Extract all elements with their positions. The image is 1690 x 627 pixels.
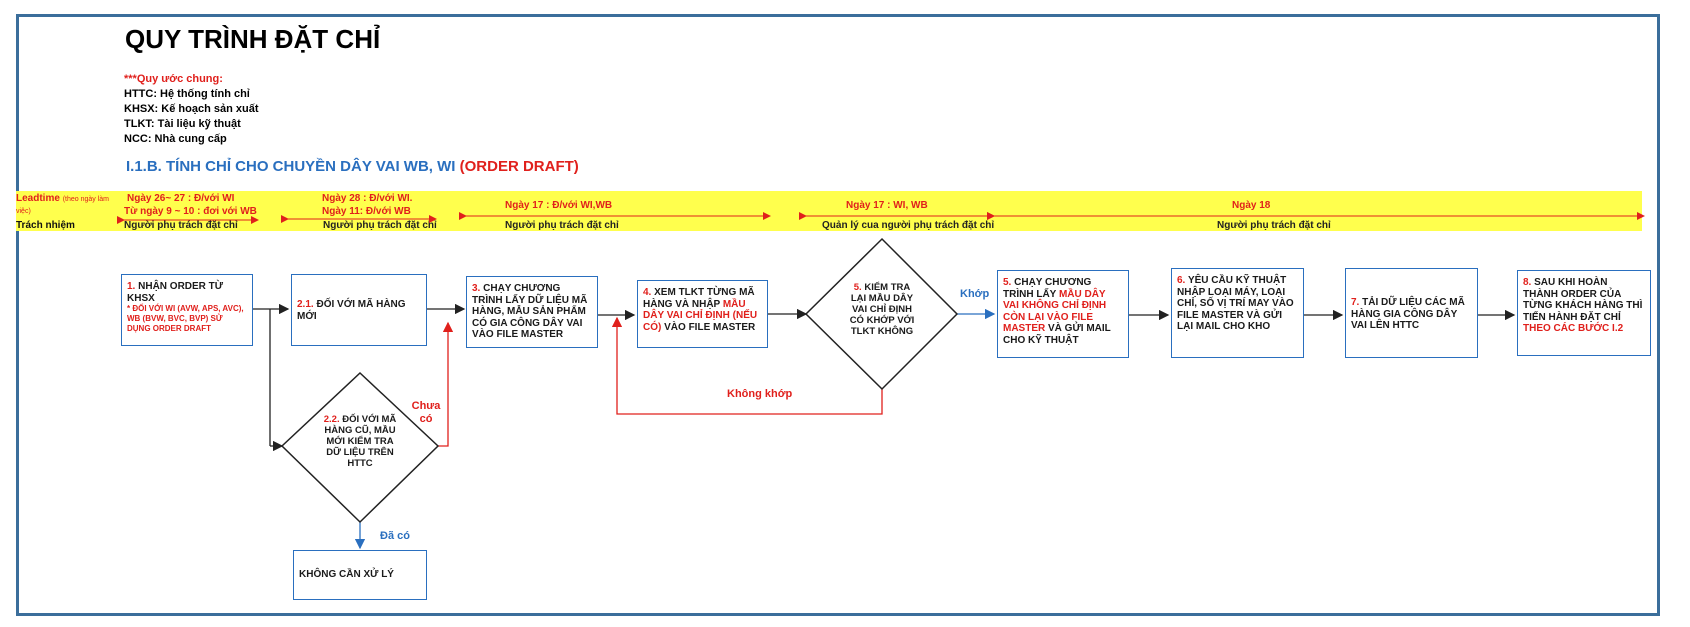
legend-item: HTTC: Hệ thống tính chỉ: [124, 88, 250, 100]
step-number: 5.: [1003, 277, 1012, 288]
step-highlight: MẦU DÂY VAI KHÔNG CHỈ ĐỊNH CÒN LẠI VÀO F…: [1003, 288, 1107, 335]
legend-item: TLKT: Tài liệu kỹ thuật: [124, 118, 241, 130]
step-4-box: 4. XEM TLKT TỪNG MÃ HÀNG VÀ NHẬP MẦU DÂY…: [637, 280, 768, 348]
step-text: ĐỐI VỚI MÃ HÀNG MỚI: [297, 299, 406, 322]
day-label: Ngày 17 : WI, WB: [846, 200, 928, 211]
day-label: Ngày 18: [1232, 200, 1271, 211]
step-highlight: THEO CÁC BƯỚC I.2: [1523, 323, 1624, 334]
responsible-label: Quản lý cua người phụ trách đặt chỉ: [822, 220, 995, 231]
leadtime-label: Leadtime (theo ngày làm việc): [16, 193, 116, 217]
step-note: * ĐỐI VỚI WI (AVW, APS, AVC), WB (BVW, B…: [127, 304, 244, 333]
step-text: VÀO FILE MASTER: [664, 321, 756, 333]
edge-label-nomatch: Không khớp: [727, 388, 793, 400]
responsibility-label: Trách nhiệm: [16, 220, 75, 231]
responsible-label: Người phụ trách đặt chỉ: [1217, 220, 1331, 231]
decision-diamond: [804, 237, 959, 391]
no-action-box: KHÔNG CẦN XỬ LÝ: [293, 550, 427, 600]
timeline-band: [16, 191, 1642, 231]
step-1-box: 1. NHẬN ORDER TỪ KHSX * ĐỐI VỚI WI (AVW,…: [121, 274, 253, 346]
leadtime-text: Leadtime: [16, 193, 60, 204]
step-text: TẢI DỮ LIỆU CÁC MÃ HÀNG GIA CÔNG DÂY VAI…: [1351, 297, 1465, 331]
page-title: QUY TRÌNH ĐẶT CHỈ: [125, 24, 381, 54]
leadtime-note: (theo ngày làm việc): [16, 196, 109, 215]
step-text: XEM TLKT TỪNG MÃ HÀNG VÀ NHẬP: [643, 287, 755, 310]
step-3-box: 3. CHẠY CHƯƠNG TRÌNH LẤY DỮ LIỆU MÃ HÀNG…: [466, 276, 598, 348]
step-text: CHẠY CHƯƠNG TRÌNH LẤY DỮ LIỆU MÃ HÀNG, M…: [472, 283, 588, 340]
legend: ***Quy ước chung: HTTC: Hệ thống tính ch…: [124, 72, 258, 147]
edge-label-match: Khớp: [960, 288, 990, 300]
step-text: KIỂM TRA LẠI MẦU DÂY VAI CHỈ ĐỊNH CÓ KHỚ…: [849, 282, 915, 337]
step-number: 1.: [127, 281, 136, 292]
step-text: NHẬN ORDER TỪ KHSX: [127, 281, 224, 304]
step-8-box: 8. SAU KHI HOÀN THÀNH ORDER CỦA TỪNG KHÁ…: [1517, 270, 1651, 356]
step-number: 8.: [1523, 277, 1532, 288]
step-number: 2.2.: [323, 414, 340, 425]
step-number: 4.: [643, 287, 652, 298]
legend-item: NCC: Nhà cung cấp: [124, 133, 227, 145]
section-title: I.1.B. TÍNH CHỈ CHO CHUYỀN DÂY VAI WB, W…: [126, 158, 579, 175]
day-label: Từ ngày 9 ~ 10 : đơi với WB: [124, 206, 257, 217]
step-7-box: 7. TẢI DỮ LIỆU CÁC MÃ HÀNG GIA CÔNG DÂY …: [1345, 268, 1478, 358]
step-number: 2.1.: [297, 299, 314, 310]
step-number: 7.: [1351, 297, 1360, 308]
step-2-1-box: 2.1. ĐỐI VỚI MÃ HÀNG MỚI: [291, 274, 427, 346]
day-label: Ngày 28 : Đ/với WI.: [322, 193, 413, 204]
step-number: 5.: [853, 282, 862, 293]
edge-label-already: Đã có: [380, 530, 410, 542]
responsible-label: Người phụ trách đặt chỉ: [124, 220, 238, 231]
timeline-span-arrows: [117, 212, 1645, 224]
step-text: YÊU CẦU KỸ THUẬT NHẬP LOẠI MÁY, LOẠI CHỈ…: [1177, 275, 1294, 332]
step-5-decision-text: 5. KIỂM TRA LẠI MẦU DÂY VAI CHỈ ĐỊNH CÓ …: [845, 282, 919, 337]
step-5-box: 5. CHẠY CHƯƠNG TRÌNH LẤY MẦU DÂY VAI KHÔ…: [997, 270, 1129, 358]
step-number: 3.: [472, 283, 481, 294]
day-label: Ngày 11: Đ/với WB: [322, 206, 411, 217]
section-title-text: I.1.B. TÍNH CHỈ CHO CHUYỀN DÂY VAI WB, W…: [126, 158, 456, 175]
legend-item: KHSX: Kế hoạch sản xuất: [124, 103, 259, 115]
step-text: CHẠY CHƯƠNG TRÌNH LẤY: [1003, 277, 1092, 300]
step-text: KHÔNG CẦN XỬ LÝ: [299, 569, 394, 580]
step-2-2-text: 2.2. ĐỐI VỚI MÃ HÀNG CŨ, MẦU MỚI KIỂM TR…: [318, 414, 402, 469]
diagram-frame: [16, 14, 1660, 616]
step-text: VÀ GỬI MAIL CHO KỸ THUẬT: [1003, 323, 1111, 346]
day-label: Ngày 26~ 27 : Đ/với WI: [127, 193, 235, 204]
step-6-box: 6. YÊU CẦU KỸ THUẬT NHẬP LOẠI MÁY, LOẠI …: [1171, 268, 1304, 358]
responsible-label: Người phụ trách đặt chỉ: [505, 220, 619, 231]
section-title-highlight: (ORDER DRAFT): [459, 158, 579, 175]
decision-diamond: [280, 371, 440, 524]
step-highlight: MẦU DÂY VAI CHỈ ĐỊNH (NẾU CÓ): [643, 298, 758, 333]
step-number: 6.: [1177, 275, 1186, 286]
step-text: SAU KHI HOÀN THÀNH ORDER CỦA TỪNG KHÁCH …: [1523, 277, 1643, 323]
legend-heading: ***Quy ước chung:: [124, 73, 223, 85]
day-label: Ngày 17 : Đ/với WI,WB: [505, 200, 613, 211]
responsible-label: Người phụ trách đặt chỉ: [323, 220, 437, 231]
edge-label-notyet: Chưa có: [411, 400, 441, 425]
step-text: ĐỐI VỚI MÃ HÀNG CŨ, MẦU MỚI KIỂM TRA DỮ …: [324, 414, 397, 469]
